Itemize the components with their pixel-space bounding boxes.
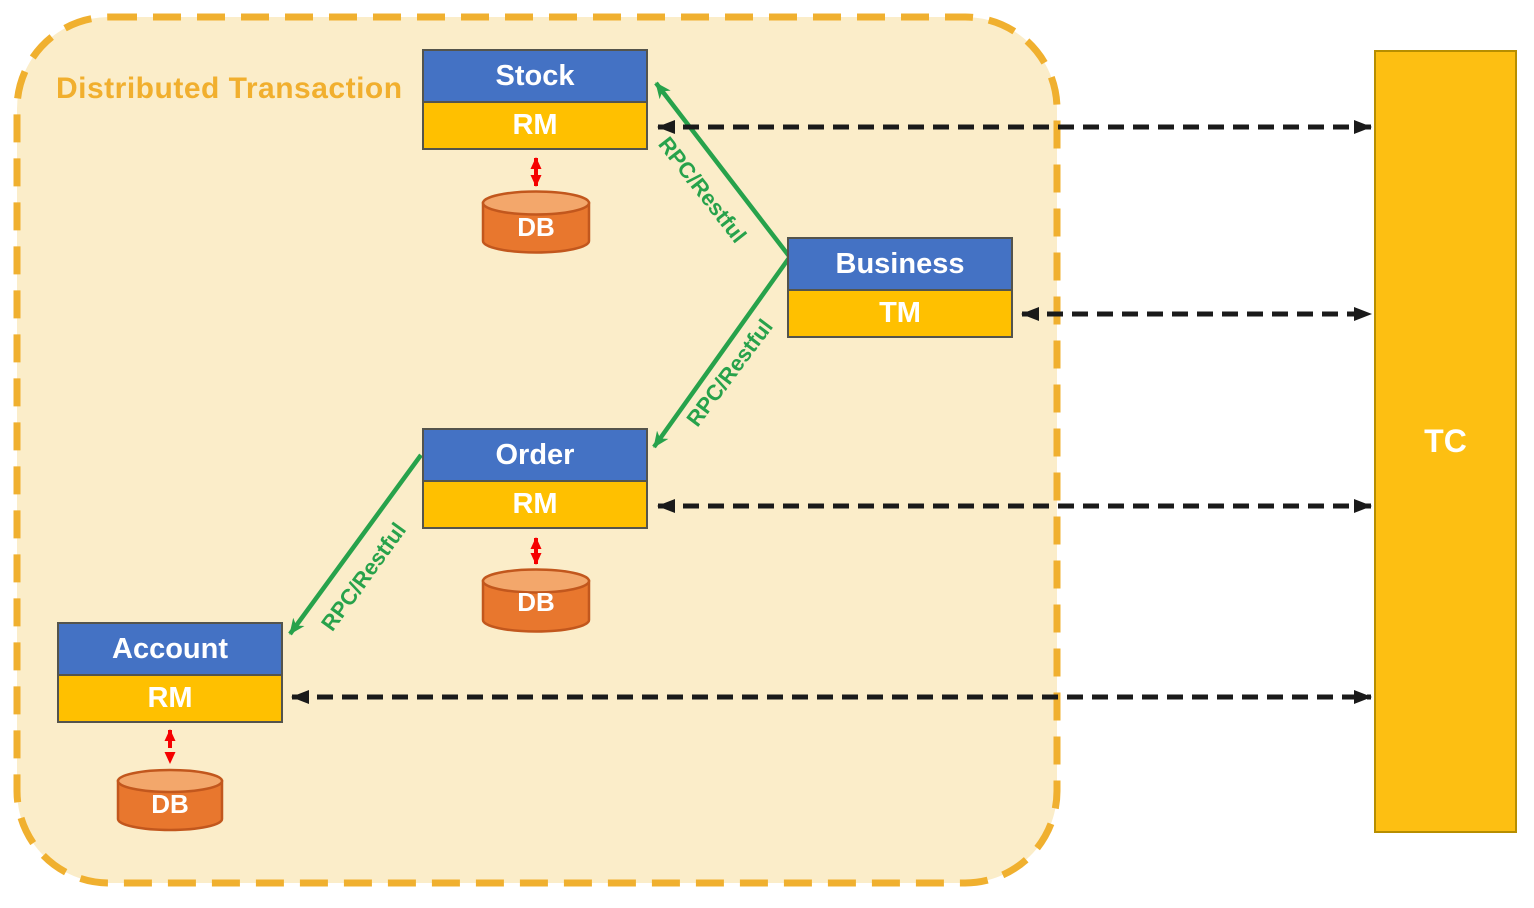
db-cylinder-account	[116, 768, 224, 832]
db-cylinder-order	[481, 568, 591, 633]
service-order-name: Order	[422, 428, 648, 482]
rpc-arrow-business-to-order	[652, 256, 791, 449]
service-stock-name: Stock	[422, 49, 648, 103]
service-business-role: TM	[787, 291, 1013, 338]
service-account-name: Account	[57, 622, 283, 676]
db-label-order: DB	[517, 587, 555, 617]
transaction-coordinator: TC	[1374, 50, 1517, 833]
service-account: Account RM	[57, 622, 283, 723]
tc-label: TC	[1424, 423, 1467, 459]
rpc-arrow-business-to-stock	[654, 81, 791, 258]
db-cylinder-stock	[481, 190, 591, 254]
db-label-stock: DB	[517, 212, 555, 242]
service-stock: Stock RM	[422, 49, 648, 150]
service-business: Business TM	[787, 237, 1013, 338]
service-stock-role: RM	[422, 103, 648, 150]
service-business-name: Business	[787, 237, 1013, 291]
service-account-role: RM	[57, 676, 283, 723]
rpc-arrow-order-to-account	[288, 453, 423, 636]
service-order-role: RM	[422, 482, 648, 529]
zone-title: Distributed Transaction	[56, 72, 403, 105]
db-label-account: DB	[151, 789, 189, 819]
service-order: Order RM	[422, 428, 648, 529]
